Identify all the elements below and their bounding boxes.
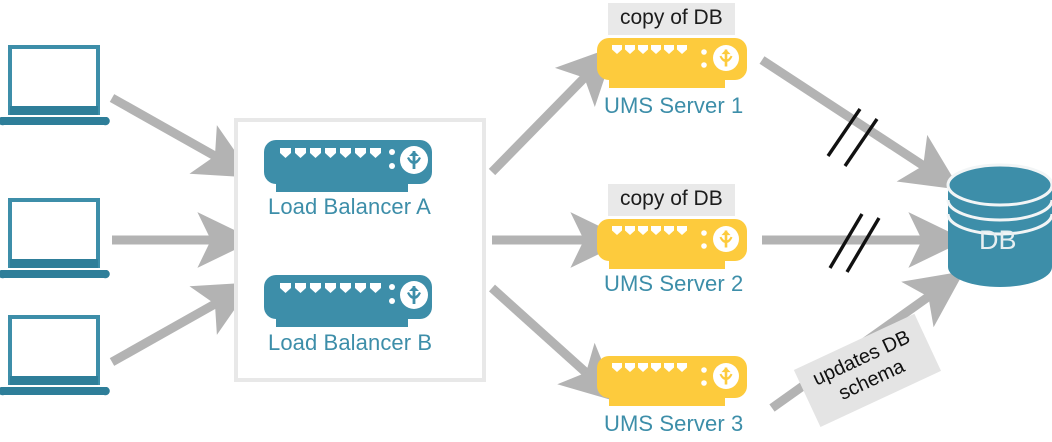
ums-server-1-icon[interactable]: [597, 38, 747, 88]
connector-lb-to-server1: [488, 46, 616, 176]
client-laptop-3[interactable]: [0, 315, 110, 396]
connector-client1-to-lb: [109, 94, 254, 178]
ums-server-3-icon[interactable]: [597, 356, 747, 406]
ums-server-2-label: UMS Server 2: [604, 271, 744, 296]
break-mark-server2-b: [845, 217, 881, 273]
client-laptop-1[interactable]: [0, 45, 110, 126]
load-balancer-b-label: Load Balancer B: [268, 330, 433, 355]
load-balancer-a-icon[interactable]: [264, 140, 432, 192]
database-icon[interactable]: [946, 163, 1052, 287]
copy-of-db-tag-server1: copy of DB: [608, 3, 735, 36]
ums-server-1-label: UMS Server 1: [604, 93, 744, 118]
copy-of-db-tag-server2: copy of DB: [608, 184, 735, 217]
ums-server-3-label: UMS Server 3: [604, 411, 744, 436]
connector-client3-to-lb: [109, 282, 254, 366]
ums-server-2-icon[interactable]: [597, 219, 747, 269]
connector-server1-to-db: [759, 56, 961, 190]
load-balancer-a-label: Load Balancer A: [268, 194, 431, 219]
database-label: DB: [979, 225, 1017, 255]
break-mark-server1-b: [843, 118, 879, 167]
break-mark-server1-a: [826, 108, 862, 157]
load-balancer-b-icon[interactable]: [264, 275, 432, 327]
client-laptop-2[interactable]: [0, 198, 110, 279]
break-mark-server2-a: [828, 213, 864, 269]
connector-lb-to-server3: [488, 284, 619, 403]
